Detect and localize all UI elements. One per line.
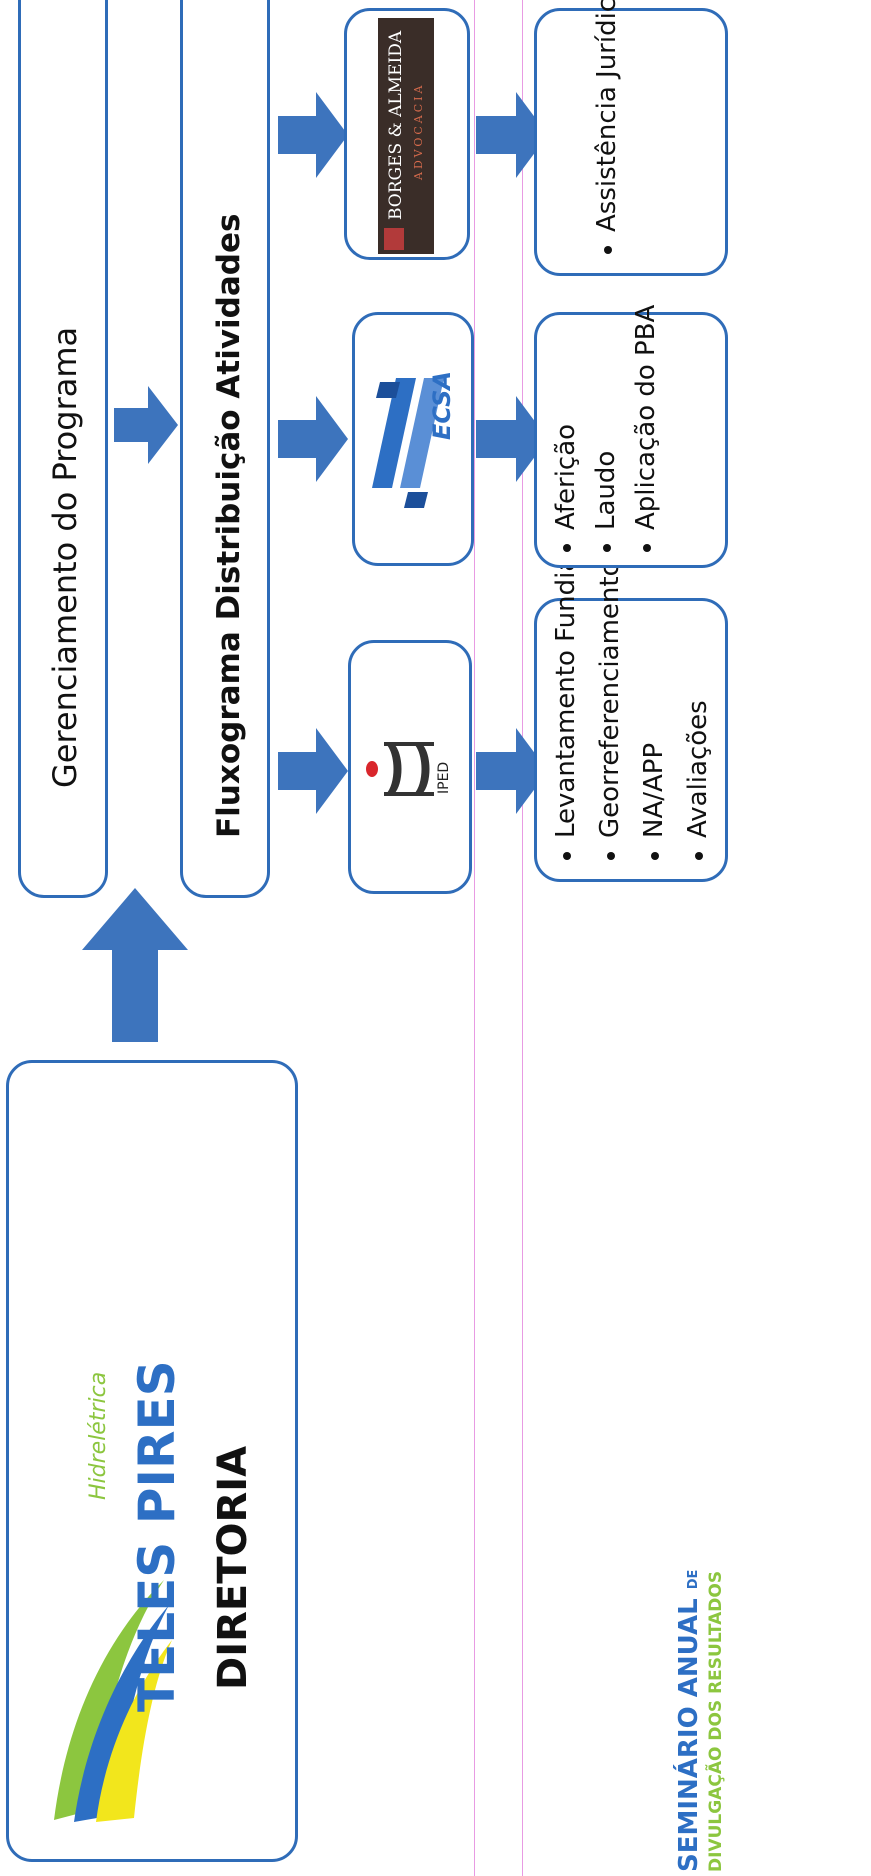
arrow-up-icon	[82, 888, 188, 1042]
divider-line	[522, 0, 523, 1876]
flowchart-label: Fluxograma Distribuição Atividades	[211, 213, 247, 838]
borges-logo-panel	[378, 18, 434, 254]
task-box-ecsa	[534, 312, 728, 568]
task-item: NA/APP	[632, 608, 676, 838]
task-item: Aferição	[546, 324, 586, 530]
footer-title-bold: SEMINÁRIO ANUAL	[674, 1598, 704, 1872]
footer-title-small: DE	[686, 1569, 701, 1590]
arrow-right-icon	[278, 92, 348, 178]
borges-mark-icon	[384, 228, 404, 250]
flowchart-box	[180, 0, 270, 898]
partner-name-iped: IPED	[436, 761, 452, 794]
iped-logo-icon	[366, 742, 434, 796]
arrow-right-icon	[278, 728, 348, 814]
arrow-right-icon	[476, 396, 548, 482]
teles-pires-logo-icon	[54, 1580, 172, 1822]
partner-name-ecsa: ECSA	[428, 370, 456, 440]
task-item: Levantamento Fundiário	[544, 522, 588, 838]
partner-name-borges: BORGES & ALMEIDA	[386, 30, 406, 220]
task-list-borges: Assistência Jurídica	[586, 0, 628, 262]
arrow-right-icon	[278, 396, 348, 482]
footer-title: SEMINÁRIO ANUAL DE	[674, 1570, 704, 1872]
task-item: Aplicação do PBA	[626, 305, 666, 530]
task-item: Laudo	[586, 324, 626, 530]
brand-small: Hidrelétrica	[86, 1371, 111, 1500]
task-box-borges	[534, 8, 728, 276]
task-item: Assistência Jurídica	[586, 0, 628, 232]
arrow-right-icon	[476, 728, 548, 814]
company-box	[6, 1060, 298, 1862]
management-label: Gerenciamento do Programa	[46, 326, 84, 788]
brand-large: TELES PIRES	[128, 1360, 186, 1712]
arrow-right-icon	[476, 92, 548, 178]
task-item: Georreferenciamento	[588, 561, 632, 839]
partner-subtitle-borges: ADVOCACIA	[412, 82, 425, 180]
ecsa-logo-icon	[372, 378, 444, 508]
footer-subtitle: DIVULGAÇÃO DOS RESULTADOS	[706, 1570, 726, 1872]
task-item: Avaliações	[676, 608, 720, 838]
company-unit: DIRETORIA	[210, 1445, 256, 1690]
task-box-iped	[534, 598, 728, 882]
divider-line	[474, 0, 475, 1876]
management-box	[18, 0, 108, 898]
task-list-iped: Levantamento Fundiário Georreferenciamen…	[544, 522, 720, 868]
arrow-right-icon	[114, 386, 178, 464]
task-list-ecsa: Aferição Laudo Aplicação do PBA	[546, 305, 666, 560]
